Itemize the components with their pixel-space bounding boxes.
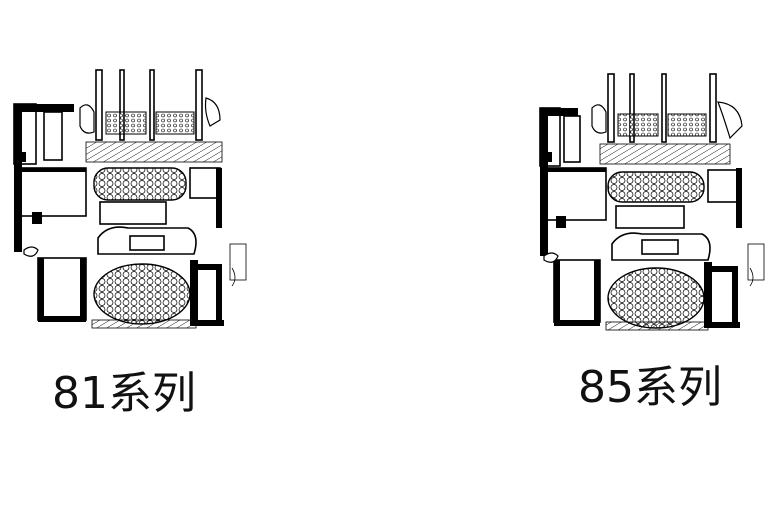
profile-85-panel: 85系列 bbox=[390, 0, 780, 508]
profile-85-caption: 85系列 bbox=[578, 362, 722, 413]
profile-81-section-drawing bbox=[13, 69, 247, 329]
glass-panes bbox=[95, 69, 203, 141]
glass-panes bbox=[607, 73, 717, 143]
profile-81-panel: 81系列 bbox=[13, 69, 247, 419]
profile-81-caption: 81系列 bbox=[52, 368, 196, 419]
profile-85-section-drawing bbox=[539, 73, 765, 331]
